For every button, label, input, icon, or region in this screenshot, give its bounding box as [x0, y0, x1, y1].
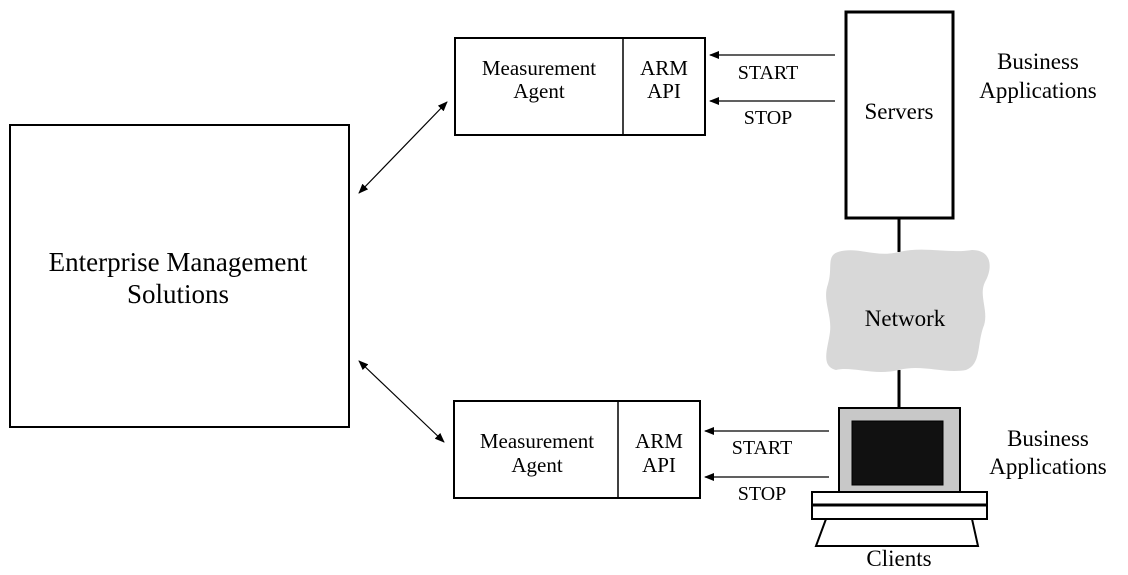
network-node: Network	[826, 249, 990, 372]
bottom-arm-label: ARM	[635, 429, 683, 453]
enterprise-label-line1: Enterprise Management	[49, 247, 308, 277]
business-apps-top-line2: Applications	[979, 78, 1097, 103]
enterprise-top-agent-connector	[358, 101, 448, 194]
top-agent-label-line2: Agent	[513, 79, 564, 103]
servers-node: Servers	[844, 10, 955, 220]
bottom-measurement-agent: Measurement Agent ARM API	[453, 400, 701, 499]
bottom-stop-label: STOP	[738, 483, 787, 505]
bottom-api-label: API	[642, 453, 676, 477]
enterprise-management-node: Enterprise Management Solutions	[9, 124, 350, 428]
enterprise-bottom-agent-connector	[358, 360, 445, 443]
client-computer	[811, 407, 988, 547]
network-cloud	[826, 249, 990, 372]
top-agent-box	[454, 37, 706, 136]
top-stop-label: STOP	[744, 107, 793, 129]
business-apps-bottom-line1: Business	[1007, 426, 1089, 451]
bottom-agent-label-line2: Agent	[511, 453, 562, 477]
monitor-screen	[851, 420, 944, 486]
business-apps-top-line1: Business	[997, 49, 1079, 74]
keyboard-tray	[814, 518, 980, 547]
business-apps-bottom-line2: Applications	[989, 454, 1107, 479]
servers-label: Servers	[865, 99, 934, 124]
enterprise-label-line2: Solutions	[127, 279, 229, 309]
network-label: Network	[865, 306, 946, 331]
servers-box	[844, 10, 955, 220]
top-start-label: START	[738, 62, 799, 84]
top-arm-label: ARM	[640, 56, 688, 80]
bottom-agent-label-line1: Measurement	[480, 429, 594, 453]
bottom-agent-box	[453, 400, 701, 499]
top-agent-label-line1: Measurement	[482, 56, 596, 80]
bottom-start-label: START	[732, 437, 793, 459]
enterprise-management-box	[9, 124, 350, 428]
top-api-label: API	[647, 79, 681, 103]
top-measurement-agent: Measurement Agent ARM API	[454, 37, 706, 136]
clients-label: Clients	[866, 546, 931, 571]
